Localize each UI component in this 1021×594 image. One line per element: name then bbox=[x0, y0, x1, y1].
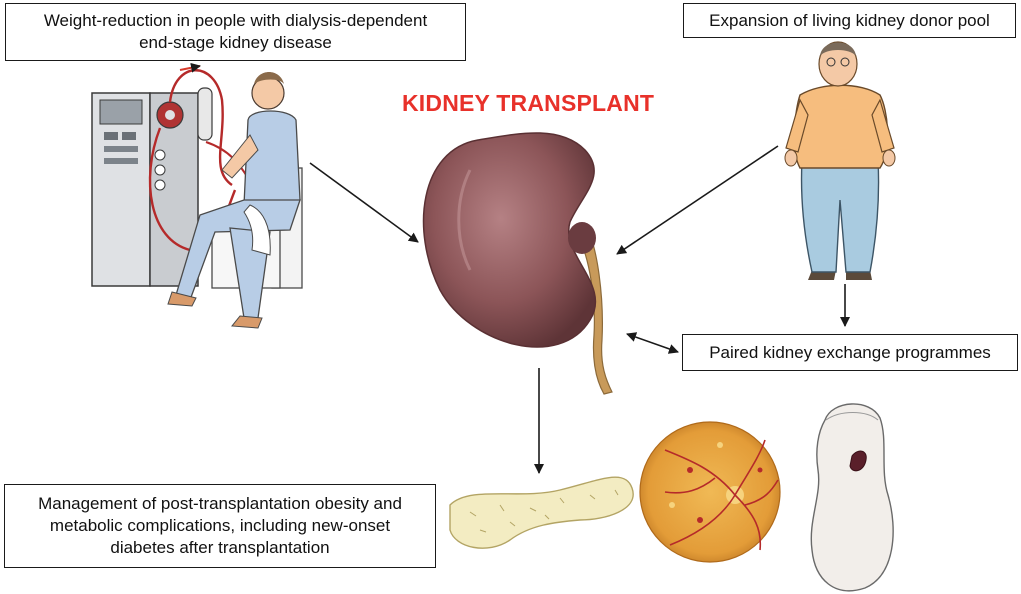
paired-exchange-text: Paired kidney exchange programmes bbox=[709, 342, 991, 362]
arrow-dialysis-to-kidney bbox=[309, 162, 419, 243]
pancreas-illustration bbox=[449, 476, 634, 549]
donor-pool-text: Expansion of living kidney donor pool bbox=[709, 10, 990, 30]
weight-reduction-line-1: Weight-reduction in people with dialysis… bbox=[43, 11, 428, 30]
weight-reduction-box: Weight-reduction in people with dialysis… bbox=[5, 3, 466, 61]
management-box: Management of post-transplantation obesi… bbox=[4, 484, 436, 568]
kidney-illustration bbox=[422, 132, 613, 395]
arrow-kidney-paired-bidirectional bbox=[626, 332, 679, 354]
arrow-donor-to-kidney bbox=[616, 145, 779, 255]
retina-illustration bbox=[639, 421, 781, 563]
donor-pool-box: Expansion of living kidney donor pool bbox=[683, 3, 1016, 38]
dialysis-illustration bbox=[91, 62, 303, 329]
obese-man-illustration bbox=[784, 41, 896, 280]
paired-exchange-box: Paired kidney exchange programmes bbox=[682, 334, 1018, 371]
management-line-3: diabetes after transplantation bbox=[110, 538, 330, 557]
foot-ulcer-illustration bbox=[810, 403, 894, 592]
weight-reduction-line-2: end-stage kidney disease bbox=[139, 33, 332, 52]
management-line-1: Management of post-transplantation obesi… bbox=[38, 494, 402, 513]
diagram-title: KIDNEY TRANSPLANT bbox=[402, 90, 655, 116]
management-line-2: metabolic complications, including new-o… bbox=[49, 516, 391, 535]
